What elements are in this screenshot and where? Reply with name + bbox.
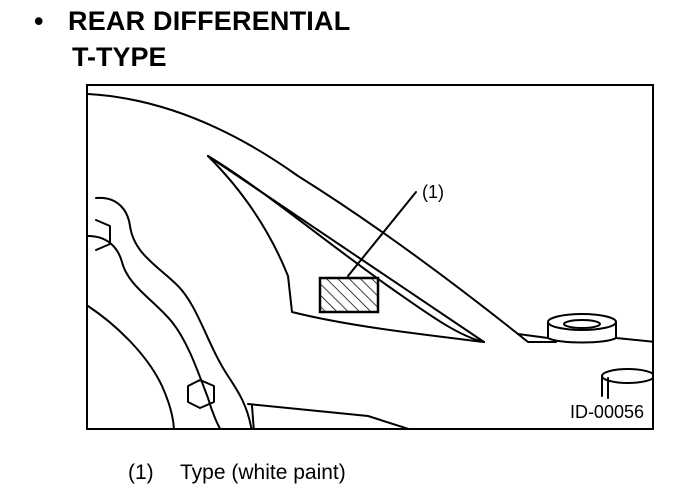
hex-bolt-bottom bbox=[187, 379, 215, 409]
callout-leader bbox=[347, 191, 417, 277]
differential-line-drawing bbox=[88, 93, 652, 428]
housing-outline bbox=[88, 93, 557, 343]
figure-id: ID-00056 bbox=[569, 402, 644, 422]
section-title: REAR DIFFERENTIAL bbox=[68, 6, 351, 36]
figure-legend: (1) Type (white paint) bbox=[128, 460, 346, 486]
callout-label: (1) bbox=[422, 182, 444, 202]
mount-boss-lower bbox=[601, 368, 652, 384]
section-heading: • REAR DIFFERENTIAL bbox=[34, 4, 350, 38]
bullet-icon: • bbox=[34, 6, 44, 36]
figure-illustration: (1) ID-00056 bbox=[86, 84, 654, 430]
left-flange-inner bbox=[88, 235, 221, 428]
paint-mark-box bbox=[318, 276, 380, 314]
left-flange-outer bbox=[95, 196, 253, 428]
legend-item-number: (1) bbox=[128, 461, 154, 484]
section-subtitle: T-TYPE bbox=[72, 42, 167, 72]
hex-nut-top bbox=[95, 219, 111, 251]
housing-lower-edge bbox=[207, 155, 485, 343]
legend-item-text: Type (white paint) bbox=[180, 461, 346, 484]
